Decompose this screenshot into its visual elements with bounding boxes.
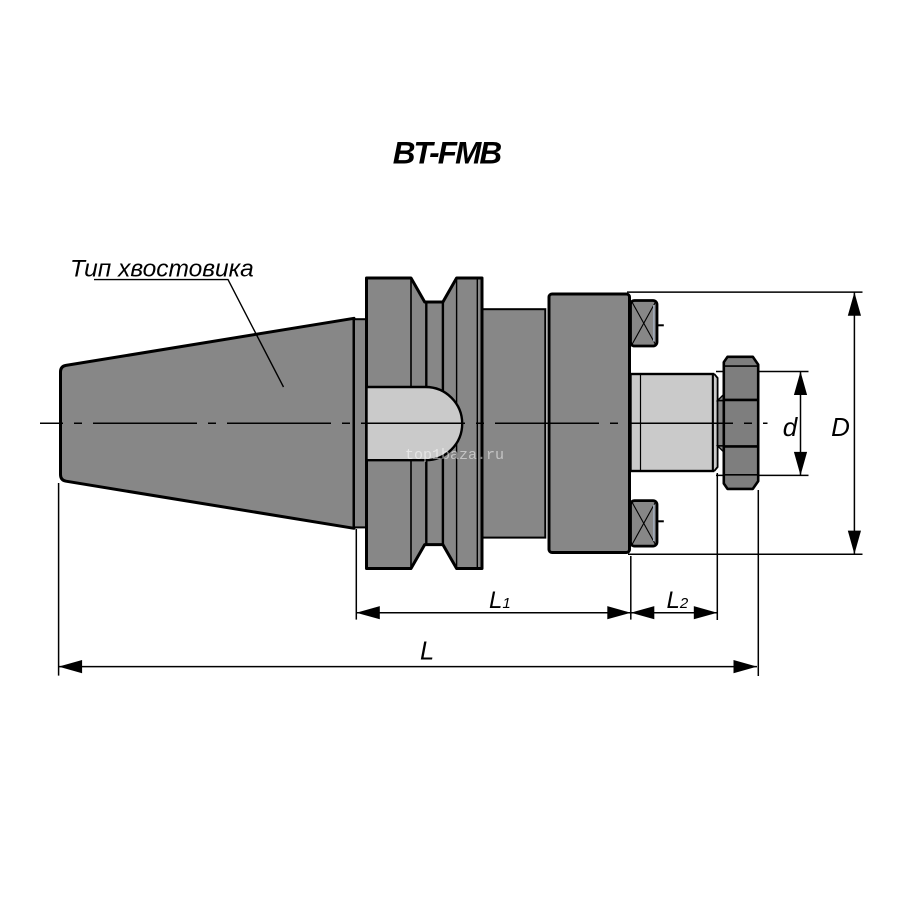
svg-text:top1baza.ru: top1baza.ru: [405, 447, 504, 464]
svg-text:d: d: [783, 412, 799, 442]
svg-text:D: D: [831, 412, 850, 442]
svg-text:Тип хвостовика: Тип хвостовика: [70, 255, 254, 282]
svg-text:BT-FMB: BT-FMB: [393, 134, 502, 170]
svg-text:L: L: [420, 638, 434, 666]
